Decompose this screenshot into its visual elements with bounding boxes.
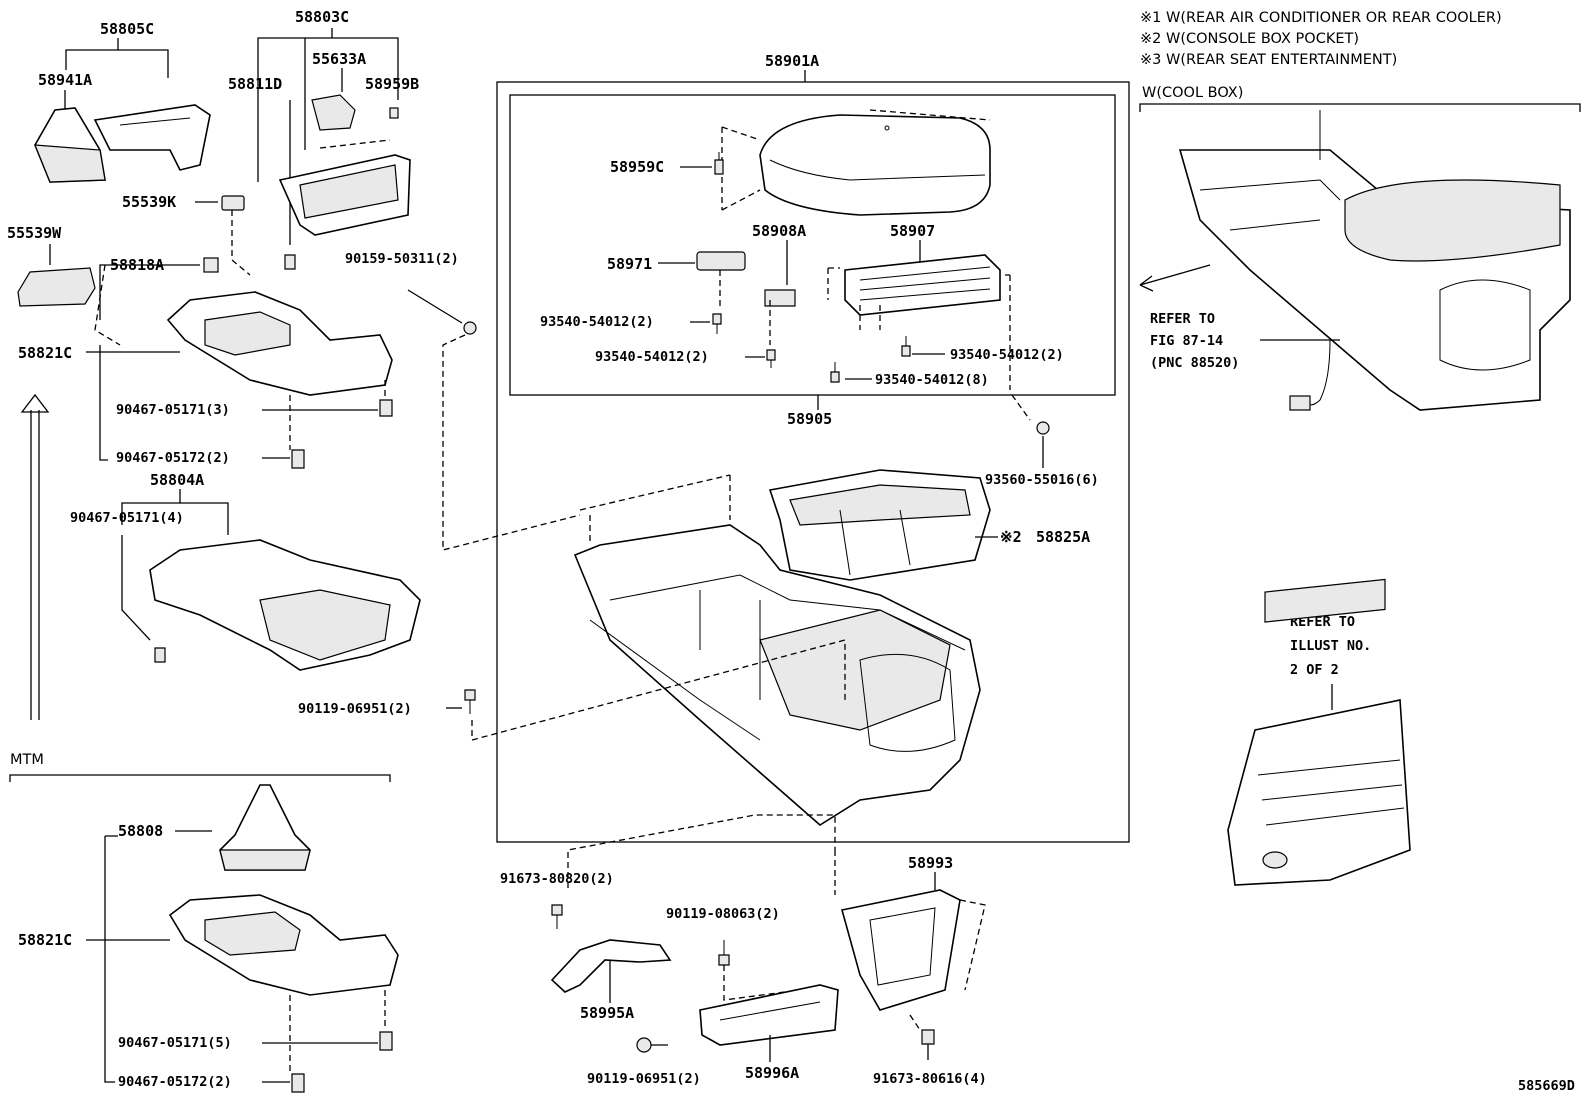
label-90467-05172-2-bot: 90467-05172(2)	[118, 1074, 232, 1090]
label-90119-06951-mid: 90119-06951(2)	[298, 701, 412, 717]
frame-58901A	[496, 81, 1130, 843]
note-rear-seat-ent: ※3 W(REAR SEAT ENTERTAINMENT)	[1140, 52, 1397, 68]
label-58808: 58808	[118, 822, 163, 840]
label-58811D: 58811D	[228, 75, 282, 93]
console-tray-58821C-bot	[168, 894, 399, 996]
screw-91673-80616	[921, 1029, 935, 1045]
label-90467-05171-3: 90467-05171(3)	[116, 402, 230, 418]
part-55539K	[221, 195, 245, 211]
label-55633A: 55633A	[312, 50, 366, 68]
note-console-pocket: ※2 W(CONSOLE BOX POCKET)	[1140, 31, 1359, 47]
clip-58811D	[284, 254, 296, 270]
label-58959C: 58959C	[610, 158, 664, 176]
label-91673-80820: 91673-80820(2)	[500, 871, 614, 887]
clip-93560	[1036, 421, 1050, 435]
screw-93540-b	[766, 349, 776, 368]
part-58818A	[203, 257, 219, 273]
clip-90467-3	[379, 399, 393, 417]
bracket-58993	[841, 889, 961, 1011]
label-90467-05171-5: 90467-05171(5)	[118, 1035, 232, 1051]
refer-fig-line3: (PNC 88520)	[1150, 355, 1239, 371]
part-55633A	[311, 94, 356, 131]
bracket-58804A	[149, 539, 421, 671]
refer-fig-line1: REFER TO	[1150, 311, 1215, 327]
label-93540-a: 93540-54012(2)	[540, 314, 654, 330]
mtm-label: MTM	[10, 752, 44, 768]
label-93540-8: 93540-54012(8)	[875, 372, 989, 388]
label-90467-05172-2-top: 90467-05172(2)	[116, 450, 230, 466]
frame-58905	[509, 94, 1116, 396]
screw-90119-bot	[636, 1037, 652, 1053]
part-55539W	[17, 267, 96, 307]
part-58803C-box	[278, 154, 411, 236]
diagram-id: 585669D	[1518, 1078, 1575, 1094]
cool-box-bracket	[1139, 103, 1581, 112]
label-90119-08063: 90119-08063(2)	[666, 906, 780, 922]
label-58905: 58905	[787, 410, 832, 428]
label-58941A: 58941A	[38, 71, 92, 89]
screw-93540-a	[712, 313, 722, 334]
label-58995A: 58995A	[580, 1004, 634, 1022]
hinge-58907	[844, 254, 1001, 316]
label-90119-06951-bot: 90119-06951(2)	[587, 1071, 701, 1087]
refer-illust-line2: ILLUST NO.	[1290, 638, 1371, 654]
part-58805C	[93, 104, 211, 171]
label-90467-05171-4: 90467-05171(4)	[70, 510, 184, 526]
label-58821C-bot: 58821C	[18, 931, 72, 949]
refer-fig-line2: FIG 87-14	[1150, 333, 1223, 349]
screw-90159	[463, 321, 477, 335]
label-58996A: 58996A	[745, 1064, 799, 1082]
screw-91673-80820	[551, 904, 563, 929]
screw-58959C	[714, 152, 724, 175]
label-58907: 58907	[890, 222, 935, 240]
label-58803C: 58803C	[295, 8, 349, 26]
label-90159: 90159-50311(2)	[345, 251, 459, 267]
label-58804A: 58804A	[150, 471, 204, 489]
screw-93540-c	[901, 336, 911, 357]
part-58941A	[34, 107, 106, 183]
clip-90467-05172-bot	[291, 1073, 305, 1093]
label-93560: 93560-55016(6)	[985, 472, 1099, 488]
label-93540-b: 93540-54012(2)	[595, 349, 709, 365]
label-58971: 58971	[607, 255, 652, 273]
shift-boot-58808	[219, 784, 311, 871]
label-91673-80616: 91673-80616(4)	[873, 1071, 987, 1087]
label-55539W: 55539W	[7, 224, 62, 242]
part-58971	[696, 251, 746, 271]
part-58908A	[764, 289, 796, 307]
clip-90467-05172-top	[291, 449, 305, 469]
console-tray-58821C-top	[166, 291, 393, 396]
mtm-bracket	[9, 774, 391, 782]
screw-90119-08063	[718, 940, 730, 966]
cool-box-console-illustration	[1178, 110, 1571, 411]
label-58993: 58993	[908, 854, 953, 872]
label-58821C-top: 58821C	[18, 344, 72, 362]
cool-box-arrow	[1139, 264, 1211, 286]
label-58805C: 58805C	[100, 20, 154, 38]
refer-illust-line3: 2 OF 2	[1290, 662, 1339, 678]
bracket-58995A	[550, 939, 672, 993]
console-body	[573, 524, 981, 826]
rear-panel-illustration	[1227, 578, 1411, 886]
label-93540-c: 93540-54012(2)	[950, 347, 1064, 363]
screw-90119-mid	[464, 689, 476, 714]
up-arrow	[20, 393, 50, 720]
part-58959B	[389, 107, 399, 119]
label-58959B: 58959B	[365, 75, 419, 93]
bracket-58996A	[699, 984, 839, 1046]
clip-90467-5	[379, 1031, 393, 1051]
note-rear-air: ※1 W(REAR AIR CONDITIONER OR REAR COOLER…	[1140, 10, 1502, 26]
label-55539K: 55539K	[122, 193, 176, 211]
armrest-lid	[759, 114, 991, 216]
label-58901A: 58901A	[765, 52, 819, 70]
label-58908A: 58908A	[752, 222, 806, 240]
clip-90467-4	[154, 647, 166, 663]
label-58825A-mark: ※2	[1000, 528, 1022, 546]
console-pocket-58825A	[768, 469, 991, 581]
cool-box-label: W(COOL BOX)	[1142, 85, 1243, 101]
screw-93540-8	[830, 362, 840, 383]
label-58825A: 58825A	[1036, 528, 1090, 546]
